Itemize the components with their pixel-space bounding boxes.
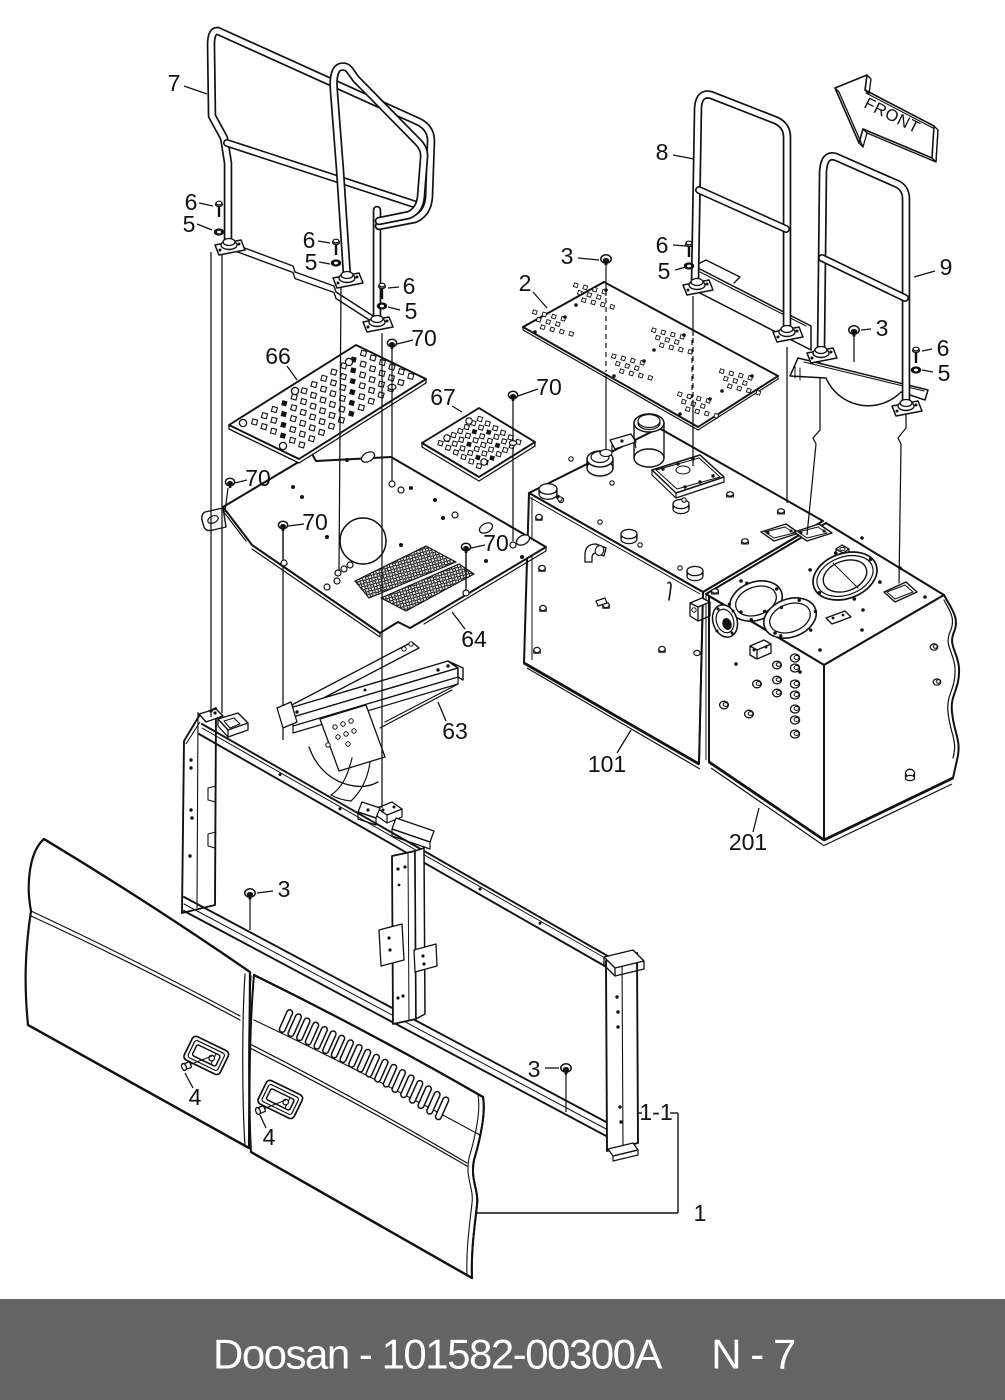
svg-text:6: 6: [403, 273, 416, 299]
svg-text:5: 5: [305, 249, 318, 275]
svg-text:3: 3: [876, 315, 889, 341]
svg-text:64: 64: [461, 626, 487, 652]
svg-text:5: 5: [183, 211, 196, 237]
svg-text:8: 8: [656, 139, 669, 165]
svg-text:101: 101: [588, 751, 626, 777]
svg-text:70: 70: [245, 465, 271, 491]
svg-text:3: 3: [278, 876, 291, 902]
svg-text:2: 2: [519, 270, 532, 296]
svg-text:70: 70: [536, 374, 562, 400]
svg-text:4: 4: [189, 1084, 202, 1110]
svg-text:Doosan - 101582-00300A: Doosan - 101582-00300A: [213, 1331, 663, 1378]
svg-text:6: 6: [656, 232, 669, 258]
svg-text:6: 6: [937, 335, 950, 361]
svg-text:5: 5: [405, 298, 418, 324]
svg-text:N - 7: N - 7: [711, 1331, 795, 1378]
svg-text:6: 6: [303, 227, 316, 253]
svg-text:70: 70: [302, 509, 328, 535]
svg-text:7: 7: [168, 70, 181, 96]
svg-text:70: 70: [483, 530, 509, 556]
svg-text:70: 70: [411, 325, 437, 351]
svg-text:5: 5: [658, 258, 671, 284]
svg-text:6: 6: [185, 189, 198, 215]
svg-text:9: 9: [940, 254, 953, 280]
svg-text:67: 67: [430, 384, 456, 410]
svg-text:201: 201: [729, 829, 767, 855]
svg-text:1-1: 1-1: [639, 1099, 672, 1125]
svg-text:3: 3: [561, 243, 574, 269]
svg-text:5: 5: [938, 360, 951, 386]
svg-text:3: 3: [528, 1056, 541, 1082]
svg-text:4: 4: [263, 1124, 276, 1150]
svg-text:63: 63: [442, 718, 468, 744]
svg-text:1: 1: [694, 1200, 707, 1226]
svg-text:66: 66: [265, 343, 291, 369]
